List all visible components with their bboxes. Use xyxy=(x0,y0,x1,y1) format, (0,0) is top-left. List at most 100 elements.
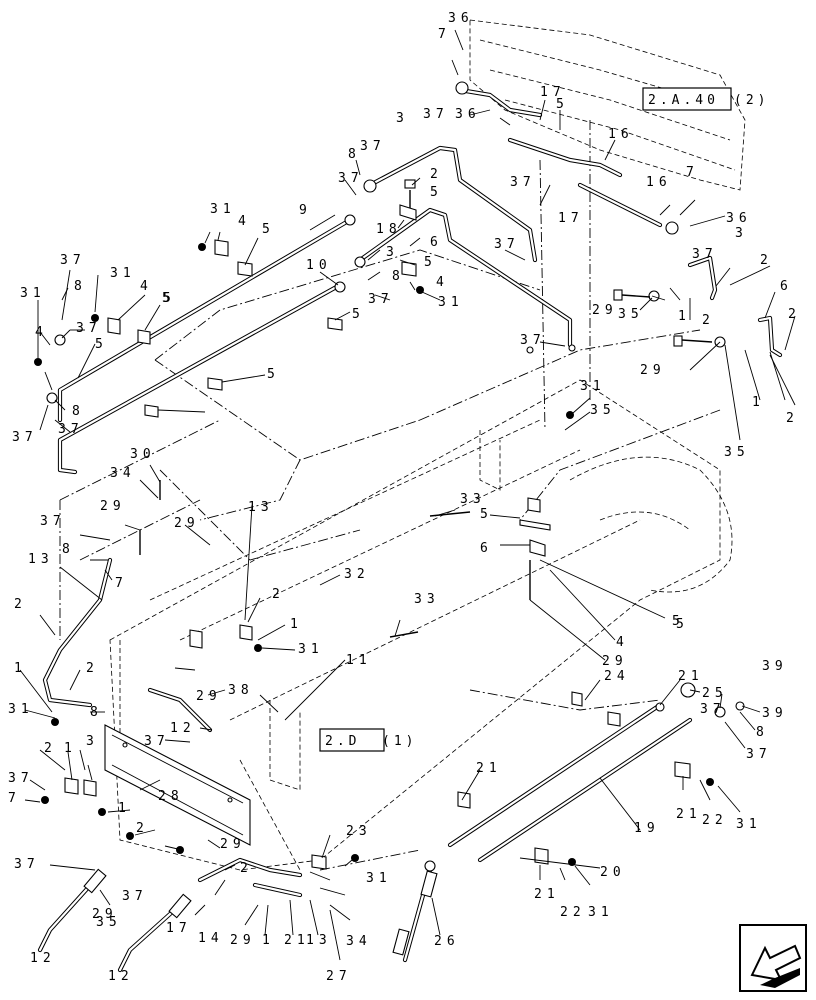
callout-label: 19 xyxy=(634,821,660,836)
callout-label: 37 xyxy=(40,514,66,529)
callout-label: 37 xyxy=(494,237,520,252)
callout-label: 7 xyxy=(8,791,21,806)
callout-label: 29 xyxy=(592,303,618,318)
callout-label: 3 xyxy=(396,111,409,126)
callout-label: 1 xyxy=(14,661,27,676)
callout-label: 8 xyxy=(72,404,85,419)
callout-label: 37 xyxy=(423,107,449,122)
callout-label: 29 xyxy=(602,654,628,669)
callout-label: 6 xyxy=(480,541,493,556)
callout-label: 2 xyxy=(272,587,285,602)
callout-label: 35 xyxy=(590,403,616,418)
callout-label: 29 xyxy=(174,516,200,531)
callout-label: 2 xyxy=(44,741,57,756)
callout-label: 21 xyxy=(676,807,702,822)
callout-label: 1 xyxy=(262,933,275,948)
callout-label: 37 xyxy=(746,747,772,762)
callout-label: 31 xyxy=(588,905,614,920)
callout-label: 37 xyxy=(58,422,84,437)
callout-label: 37 xyxy=(700,702,726,717)
callout-label: 37 xyxy=(368,292,394,307)
callout-label: 32 xyxy=(344,567,370,582)
callout-label: 31 xyxy=(8,702,34,717)
callout-label: 34 xyxy=(110,466,136,481)
callout-label: 13 xyxy=(28,552,54,567)
callout-label: 2 xyxy=(14,597,27,612)
callout-label: 16 xyxy=(608,127,634,142)
callout-label: 35 xyxy=(96,915,122,930)
callout-label: 3 xyxy=(86,734,99,749)
callout-label: 4 xyxy=(616,635,629,650)
callout-label: 21 xyxy=(284,933,310,948)
callout-label: 37 xyxy=(692,247,718,262)
callout-label: 1 xyxy=(118,801,131,816)
callout-label: 38 xyxy=(228,683,254,698)
callout-label: 2 xyxy=(136,821,149,836)
callout-label: 2 xyxy=(788,307,801,322)
callout-label: 29 xyxy=(92,907,118,922)
callout-label: 8 xyxy=(62,542,75,557)
callout-label: 27 xyxy=(326,969,352,984)
callout-label: 35 xyxy=(724,445,750,460)
callout-label: 33 xyxy=(460,492,486,507)
callout-label: 29 xyxy=(100,499,126,514)
leader-arrows xyxy=(19,29,796,961)
reference-label: 2.D xyxy=(325,734,360,749)
callout-label: 1 xyxy=(290,617,303,632)
callout-label: 17 xyxy=(540,85,566,100)
callout-label: 5 xyxy=(267,367,280,382)
callout-label: 5 xyxy=(162,291,175,306)
callout-label: 2 xyxy=(786,411,799,426)
callout-label: 37 xyxy=(76,321,102,336)
callout-label: 5 xyxy=(480,507,493,522)
callout-label: 31 xyxy=(210,202,236,217)
callout-label: 21 xyxy=(534,887,560,902)
callout-label: 1 xyxy=(64,741,77,756)
callout-label: 24 xyxy=(604,669,630,684)
callout-label: 6 xyxy=(430,235,443,250)
reference-label: 2.A.40 xyxy=(648,93,719,108)
callout-label: 31 xyxy=(438,295,464,310)
callout-label: 37 xyxy=(360,139,386,154)
callout-label: 5 xyxy=(676,617,689,632)
callout-label: 5 xyxy=(262,222,275,237)
callout-label: 5 xyxy=(556,97,569,112)
callout-label: 30 xyxy=(130,447,156,462)
callout-label: 11 xyxy=(346,653,372,668)
callout-label: 37 xyxy=(144,734,170,749)
callout-label: 16 xyxy=(646,175,672,190)
callout-label: 31 xyxy=(580,379,606,394)
callout-label: 36 xyxy=(726,211,752,226)
callout-label: 21 xyxy=(678,669,704,684)
callout-label: 7 xyxy=(438,27,451,42)
callout-label: 4 xyxy=(436,275,449,290)
callout-label: 2 xyxy=(760,253,773,268)
callout-label: 4 xyxy=(238,214,251,229)
callout-label: 22 xyxy=(702,813,728,828)
callout-label: 3 xyxy=(386,245,399,260)
reference-box-1[interactable]: 2.A.40 (2) xyxy=(642,87,769,111)
callout-label: 26 xyxy=(434,934,460,949)
callout-label: 39 xyxy=(762,659,788,674)
callout-label: 9 xyxy=(299,203,312,218)
callout-label: 5 xyxy=(352,307,365,322)
reference-suffix: (2) xyxy=(734,93,769,108)
callout-label: 31 xyxy=(366,871,392,886)
callout-label: 5 xyxy=(430,185,443,200)
callout-label: 5 xyxy=(424,255,437,270)
callout-label: 29 xyxy=(230,933,256,948)
callout-label: 7 xyxy=(115,576,128,591)
callout-label: 4 xyxy=(140,279,153,294)
callout-label: 37 xyxy=(8,771,34,786)
callout-label: 17 xyxy=(558,211,584,226)
callout-label: 17 xyxy=(166,921,192,936)
callout-label: 37 xyxy=(12,430,38,445)
reference-box-2[interactable]: 2.D (1) xyxy=(319,728,417,752)
callout-label: 13 xyxy=(248,500,274,515)
callout-label: 6 xyxy=(780,279,793,294)
callout-label: 37 xyxy=(520,333,546,348)
callout-label: 36 xyxy=(448,11,474,26)
callout-label: 8 xyxy=(756,725,769,740)
callout-label: 4 xyxy=(35,325,48,340)
callout-label: 33 xyxy=(414,592,440,607)
